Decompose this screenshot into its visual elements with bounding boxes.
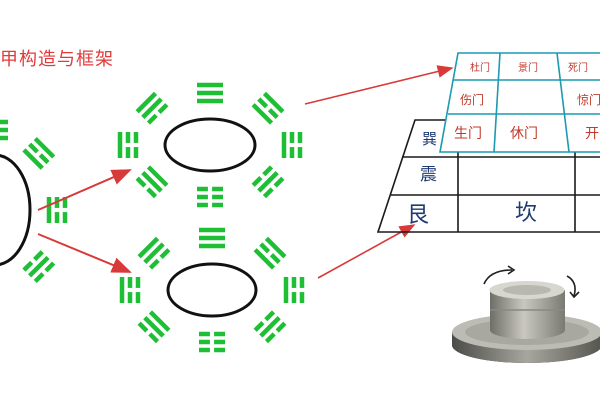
trigram-icon (284, 277, 305, 303)
arrow-to-lower-grid (318, 225, 414, 278)
trigram-icon (120, 277, 141, 303)
upper-ring (118, 83, 303, 208)
center-ellipse (168, 264, 256, 316)
gate-si: 死门 (568, 61, 588, 74)
gate-shang: 伤门 (460, 92, 484, 107)
trigram-icon (254, 310, 287, 343)
trigram-icon (252, 92, 285, 125)
lower-ring (120, 228, 305, 353)
trigram-icon (118, 132, 139, 158)
red-arrows (38, 68, 452, 278)
arrow-to-upper-grid (305, 68, 452, 104)
gate-sheng: 生门 (454, 126, 482, 142)
trigram-icon (252, 165, 285, 198)
trigram-icon (138, 310, 171, 343)
gate-xiu: 休门 (510, 126, 538, 142)
center-ellipse (165, 119, 255, 171)
gate-kai: 开 (585, 126, 599, 142)
center-ellipse (0, 155, 30, 265)
arrow-to-upper-ring (38, 170, 130, 210)
trigram-icon (136, 165, 169, 198)
trigram-icon (197, 187, 223, 208)
rotate-right-arrow-icon (567, 276, 579, 297)
trigram-icon (138, 237, 171, 270)
gate-jing-view: 景门 (518, 61, 538, 74)
gate-du: 杜门 (470, 61, 490, 74)
trigram-icon (199, 332, 225, 353)
gate-jing-fright: 惊门 (577, 92, 600, 107)
trigram-icon (22, 137, 55, 170)
trigram-icon (0, 120, 8, 141)
rotate-left-arrow-icon (484, 266, 514, 284)
palace-gen: 艮 (407, 203, 429, 228)
palace-kan: 坎 (515, 201, 537, 226)
trigram-icon (282, 132, 303, 158)
trigram-icon (136, 92, 169, 125)
palace-zhen: 震 (420, 165, 437, 185)
trigram-icon (22, 250, 55, 283)
palace-xun: 巽 (422, 130, 437, 148)
trigram-icon (197, 83, 223, 104)
trigram-icon (199, 228, 225, 249)
trigram-icon (254, 237, 287, 270)
